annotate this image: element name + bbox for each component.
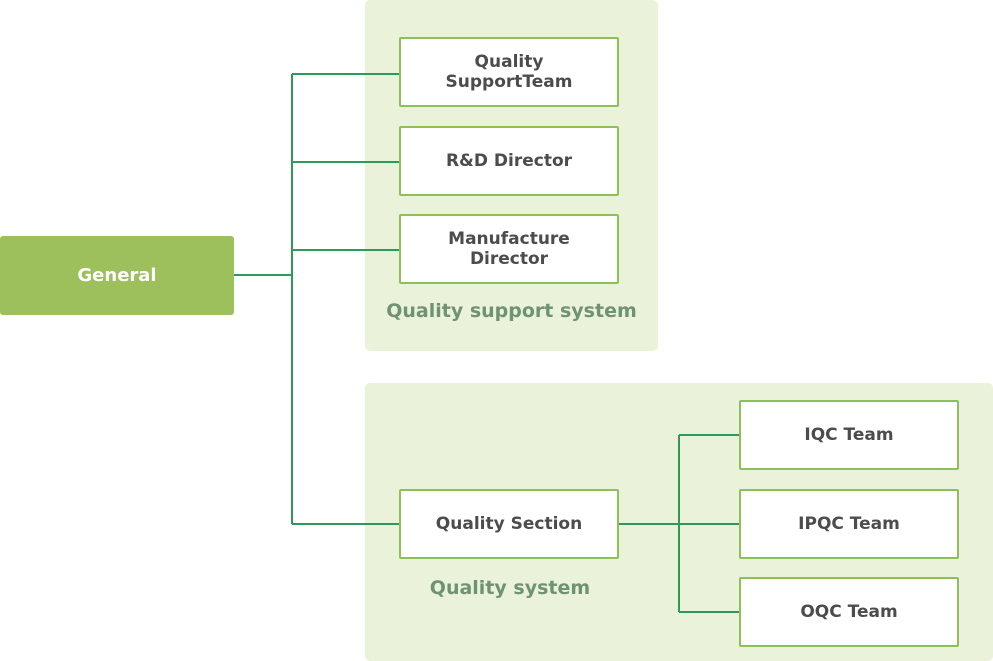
node-label-line: Quality — [474, 52, 544, 72]
node-rd-director: R&D Director — [399, 126, 619, 196]
node-ipqc-team: IPQC Team — [739, 489, 959, 559]
quality-system-title: Quality system — [429, 577, 591, 599]
node-label: IQC Team — [804, 425, 894, 445]
node-quality-section: Quality Section — [399, 489, 619, 559]
node-quality-support-team: Quality SupportTeam — [399, 37, 619, 107]
node-label: OQC Team — [800, 602, 898, 622]
quality-support-system-title: Quality support system — [386, 300, 637, 322]
node-iqc-team: IQC Team — [739, 400, 959, 470]
node-manufacture-director: Manufacture Director — [399, 214, 619, 284]
node-label: Quality Section — [435, 514, 583, 534]
node-oqc-team: OQC Team — [739, 577, 959, 647]
node-label-line: Director — [469, 249, 549, 269]
node-label-line: SupportTeam — [445, 72, 573, 92]
node-label: R&D Director — [445, 151, 573, 171]
root-node-label: General — [77, 264, 157, 286]
node-label-line: Manufacture — [448, 229, 570, 249]
node-label: IPQC Team — [798, 514, 900, 534]
root-node-general: General — [0, 236, 234, 315]
